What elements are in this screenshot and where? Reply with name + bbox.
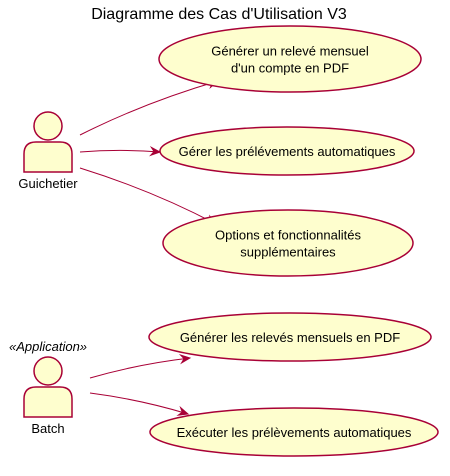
use-case-uc5[interactable]: Exécuter les prélèvements automatiques — [149, 407, 439, 457]
association-guichetier-uc2 — [79, 145, 162, 157]
use-case-ellipse — [159, 126, 415, 176]
diagram-title: Diagramme des Cas d'Utilisation V3 — [91, 6, 347, 23]
use-case-label: Gérer les prélévements automatiques — [179, 144, 396, 159]
use-case-label: Générer les relevés mensuels en PDF — [180, 330, 400, 345]
use-case-label: Exécuter les prélèvements automatiques — [177, 425, 412, 440]
actor-batch[interactable]: Batch «Application» — [9, 339, 87, 436]
association-batch-uc4 — [89, 354, 192, 379]
use-case-label: Options et fonctionnalités — [215, 228, 361, 243]
use-case-ellipse — [149, 407, 439, 457]
actor-body-icon — [23, 386, 73, 418]
association-batch-uc5 — [89, 392, 190, 416]
actor-guichetier[interactable]: Guichetier — [18, 111, 78, 191]
actor-label: Batch — [31, 421, 64, 436]
nodes-layer: Générer un relevé mensuel d'un compte en … — [9, 25, 439, 457]
arrowhead — [149, 145, 162, 157]
actor-body-icon — [23, 141, 73, 173]
arrowhead — [178, 354, 192, 365]
use-case-label: d'un compte en PDF — [231, 61, 349, 76]
use-case-uc1[interactable]: Générer un relevé mensuel d'un compte en … — [158, 25, 422, 93]
use-case-label: supplémentaires — [240, 245, 336, 260]
association-line — [89, 357, 191, 379]
arrowhead — [176, 405, 190, 416]
use-case-uc2[interactable]: Gérer les prélévements automatiques — [159, 126, 415, 176]
use-case-label: Générer un relevé mensuel — [211, 44, 369, 59]
use-case-uc4[interactable]: Générer les relevés mensuels en PDF — [148, 312, 432, 362]
use-case-ellipse — [158, 25, 422, 93]
associations-layer — [79, 78, 220, 416]
association-guichetier-uc3 — [79, 167, 218, 225]
actor-stereotype: «Application» — [9, 339, 87, 354]
association-line — [89, 392, 189, 415]
actor-label: Guichetier — [18, 176, 78, 191]
association-guichetier-uc1 — [79, 78, 220, 136]
use-case-ellipse — [148, 312, 432, 362]
association-line — [79, 80, 219, 136]
association-line — [79, 167, 217, 225]
actor-head-icon — [33, 111, 63, 141]
use-case-ellipse — [162, 209, 414, 277]
actor-head-icon — [33, 356, 63, 386]
use-case-uc3[interactable]: Options et fonctionnalités supplémentaire… — [162, 209, 414, 277]
association-line — [79, 149, 161, 153]
